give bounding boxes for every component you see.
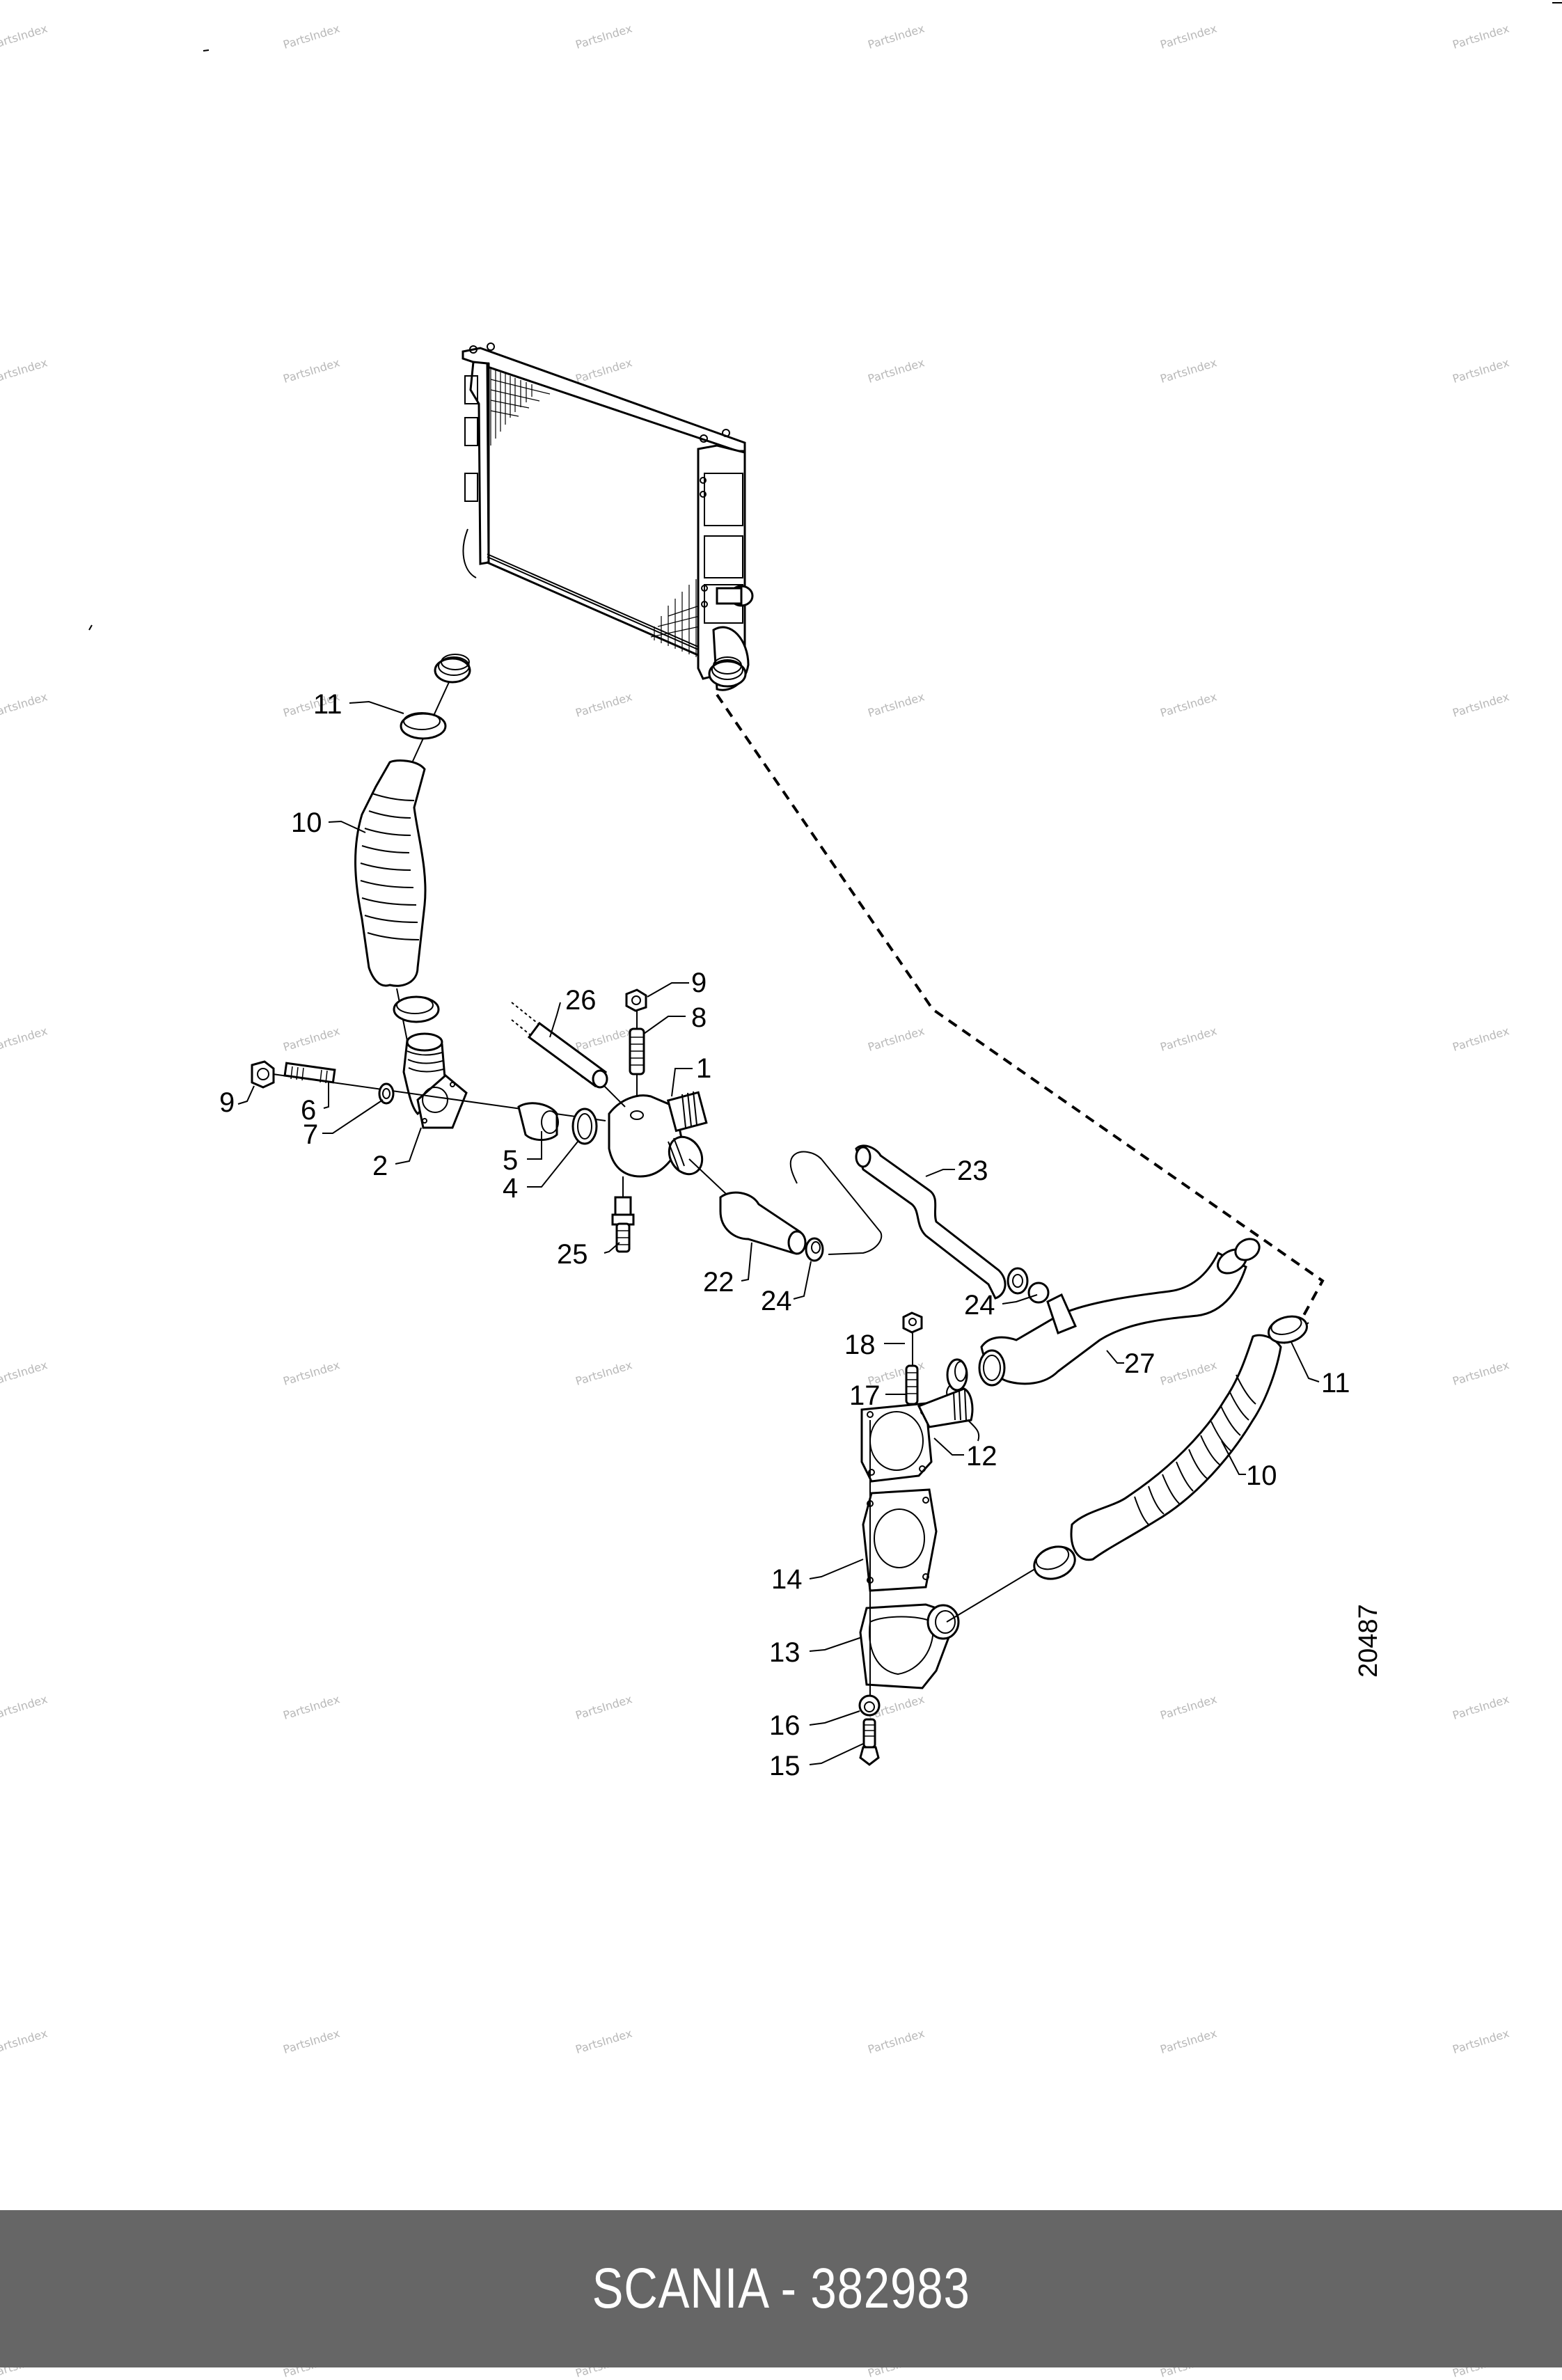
connection [860, 1387, 974, 1483]
callout-4: 4 [503, 1173, 518, 1204]
thermostat [517, 1102, 598, 1145]
callout-14: 14 [771, 1564, 803, 1595]
footer-banner: SCANIA - 382983 [0, 2210, 1562, 2367]
callout-13: 13 [769, 1637, 800, 1668]
radiator [434, 342, 754, 691]
callout-25: 25 [557, 1239, 588, 1270]
bypass-hose [719, 1151, 883, 1262]
radiator-outlet-thread-right [708, 656, 747, 688]
callout-11-lower: 11 [1321, 1368, 1350, 1398]
callout-10-upper: 10 [291, 807, 322, 838]
stud-nut-lower [902, 1311, 923, 1417]
callout-10-lower: 10 [1246, 1460, 1277, 1491]
callout-15: 15 [769, 1751, 800, 1781]
callout-16: 16 [769, 1710, 800, 1741]
stud-nut-top [625, 988, 647, 1096]
callout-12: 12 [966, 1441, 997, 1472]
upper-hose-assembly [354, 681, 450, 1059]
thermostat-housing [608, 1091, 752, 1219]
callout-2: 2 [372, 1151, 388, 1181]
callout-11-upper: 11 [313, 689, 342, 720]
vent-pipe [511, 1002, 626, 1108]
callout-23: 23 [957, 1156, 988, 1186]
pipe [855, 1144, 1029, 1300]
callout-24-right: 24 [964, 1290, 995, 1321]
elbow [859, 1420, 1052, 1712]
callout-9-top: 9 [691, 968, 707, 998]
drawing-number: 20487 [1354, 1604, 1383, 1678]
dashed-route-line [716, 693, 1325, 1320]
callout-6: 6 [301, 1095, 316, 1126]
callout-9-left: 9 [219, 1087, 235, 1118]
callout-17: 17 [849, 1380, 881, 1411]
stray-mark [88, 624, 93, 631]
lower-hose-assembly [1033, 1315, 1309, 1580]
callout-26: 26 [565, 985, 597, 1016]
washer-screw [858, 1694, 881, 1766]
elbow-connection [402, 1032, 468, 1129]
nipple [611, 1176, 635, 1253]
callouts: 11 10 26 9 8 1 9 6 7 2 5 4 25 [219, 689, 1350, 1781]
radiator-inlet-thread-left [434, 654, 471, 684]
callout-5: 5 [503, 1145, 518, 1176]
callout-24-left: 24 [761, 1286, 792, 1316]
callout-22: 22 [703, 1267, 734, 1298]
callout-8: 8 [691, 1002, 707, 1033]
callout-7: 7 [303, 1119, 318, 1150]
callout-18: 18 [844, 1330, 876, 1360]
hose-27 [946, 1238, 1261, 1442]
stray-mark [203, 49, 210, 52]
callout-1: 1 [696, 1053, 711, 1084]
part-title: SCANIA - 382983 [592, 2257, 970, 2320]
gasket [862, 1488, 938, 1592]
callout-27: 27 [1124, 1348, 1155, 1379]
exploded-parts-diagram: 11 10 26 9 8 1 9 6 7 2 5 4 25 [88, 2, 1562, 1781]
